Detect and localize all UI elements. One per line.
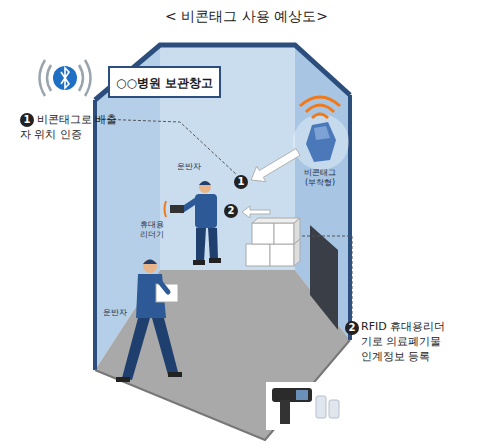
flow-arrows <box>242 149 300 218</box>
worker-label: 운반자 <box>100 308 130 318</box>
sign-text: ○○병원 보관창고 <box>116 76 213 90</box>
callout-number: 1 <box>20 113 34 127</box>
reader-label: 휴대용 리더기 <box>136 220 168 240</box>
step-number: 1 <box>234 175 248 189</box>
callout-text: 비콘태그로 배출자 위치 인증 <box>20 112 120 142</box>
callout-number: 2 <box>345 321 359 335</box>
bluetooth-icon <box>40 60 91 96</box>
storage-room <box>95 45 350 440</box>
worker-bottom <box>116 259 182 382</box>
leader-lines <box>98 119 352 318</box>
worker-top <box>165 181 222 265</box>
beacon-tag <box>293 97 349 170</box>
rfid-reader-photo <box>266 382 342 430</box>
diagram-title: < 비콘태그 사용 예상도> <box>0 8 493 26</box>
step-number: 2 <box>224 204 238 218</box>
storage-sign: ○○병원 보관창고 <box>108 66 221 98</box>
worker-label: 운반자 <box>174 162 204 172</box>
boxes <box>246 218 300 266</box>
callout-text: RFID 휴대용리더기로 의료폐기물 인계정보 등록 <box>361 319 447 364</box>
beacon-label: 비콘태그 (부착형) <box>300 168 340 188</box>
